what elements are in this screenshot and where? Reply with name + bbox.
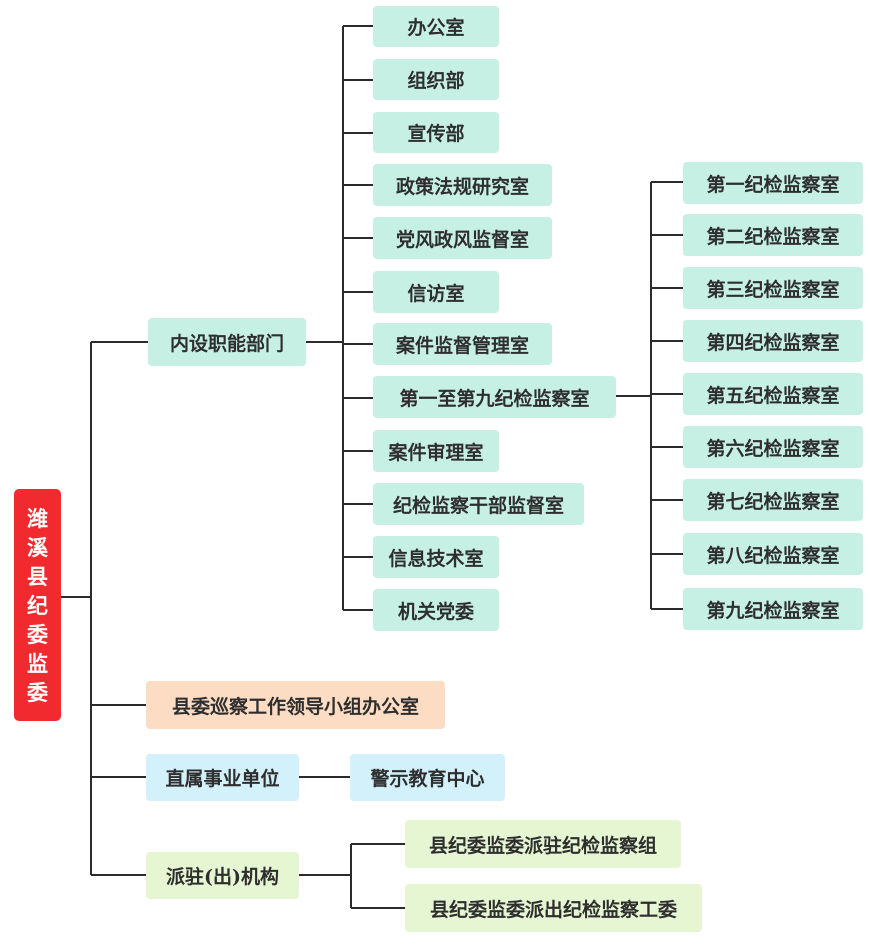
room-node: 第四纪检监察室 (683, 320, 863, 362)
warning-education-center-node: 警示教育中心 (350, 754, 505, 801)
dept-node: 信访室 (373, 271, 499, 313)
root-char: 溪 (27, 534, 48, 560)
root-char: 纪 (27, 592, 48, 618)
room-node: 第八纪检监察室 (683, 533, 863, 575)
dept-node: 信息技术室 (373, 536, 499, 578)
room-node: 第九纪检监察室 (683, 588, 863, 630)
direct-units-node: 直属事业单位 (146, 754, 299, 801)
dept-node: 宣传部 (373, 112, 499, 153)
dispatch-agencies-node: 派驻(出)机构 (146, 852, 299, 899)
root-char: 委 (27, 679, 48, 705)
dept-node: 党风政风监督室 (373, 217, 552, 259)
dept-node: 组织部 (373, 59, 499, 100)
dept-node: 案件监督管理室 (373, 323, 552, 365)
room-node: 第三纪检监察室 (683, 267, 863, 309)
dept-node: 机关党委 (373, 589, 499, 631)
dept-node-rooms: 第一至第九纪检监察室 (373, 376, 616, 418)
dispatch-child-node: 县纪委监委派驻纪检监察组 (405, 820, 681, 868)
dept-node: 案件审理室 (373, 430, 499, 472)
room-node: 第二纪检监察室 (683, 214, 863, 256)
internal-departments-node: 内设职能部门 (148, 318, 306, 366)
root-node: 潍 溪 县 纪 委 监 委 (14, 489, 61, 721)
dept-node: 纪检监察干部监督室 (373, 483, 584, 525)
inspection-office-node: 县委巡察工作领导小组办公室 (146, 681, 445, 729)
dept-node: 办公室 (373, 6, 499, 47)
dept-node: 政策法规研究室 (373, 164, 552, 206)
root-char: 潍 (27, 505, 48, 531)
dispatch-child-node: 县纪委监委派出纪检监察工委 (405, 884, 702, 932)
room-node: 第六纪检监察室 (683, 426, 863, 468)
root-char: 监 (27, 650, 48, 676)
room-node: 第一纪检监察室 (683, 162, 863, 204)
root-char: 委 (27, 621, 48, 647)
room-node: 第七纪检监察室 (683, 479, 863, 521)
root-char: 县 (27, 563, 48, 589)
room-node: 第五纪检监察室 (683, 373, 863, 415)
